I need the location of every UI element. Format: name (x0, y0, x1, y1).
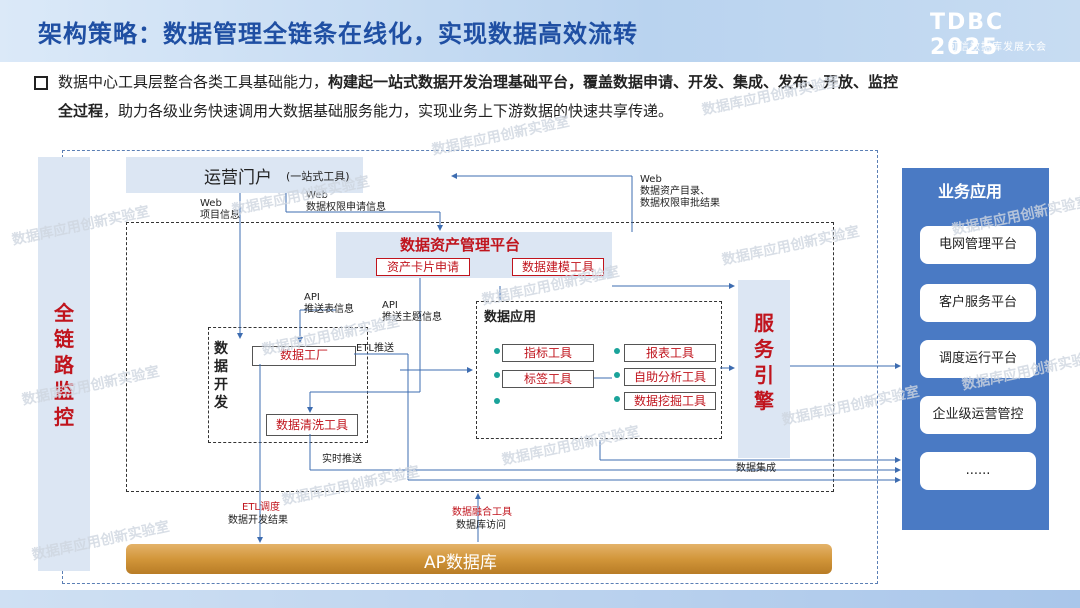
operations-portal-note: (一站式工具) (286, 170, 350, 183)
intro-text-2b: ，助力各级业务快速调用大数据基础服务能力，实现业务上下游数据的快速共享传递。 (103, 102, 674, 120)
header-banner (0, 0, 1080, 62)
label-web-asset-3: 数据权限审批结果 (640, 198, 720, 209)
label-etl-schedule: ETL调度 (242, 502, 280, 513)
operations-portal (126, 157, 363, 193)
asset-platform-label: 数据资产管理平台 (400, 236, 521, 254)
report-tool-box: 报表工具 (624, 344, 716, 362)
label-web-project-1: Web (200, 198, 222, 209)
platform-area (126, 222, 834, 492)
footer-bar (0, 590, 1080, 608)
teal-dot-icon (494, 372, 500, 378)
data-modeling-box: 数据建模工具 (512, 258, 604, 276)
data-app-label: 数据应用 (484, 310, 537, 325)
mining-tool-box: 数据挖掘工具 (624, 392, 716, 410)
label-web-project-2: 项目信息 (200, 210, 240, 221)
label-api-table-1: API (304, 292, 320, 303)
teal-dot-icon (614, 372, 620, 378)
asset-card-box: 资产卡片申请 (376, 258, 470, 276)
ap-database (126, 544, 832, 574)
data-dev-label: 数据开发 (214, 341, 228, 411)
app-customer-service[interactable]: 客户服务平台 (920, 284, 1036, 322)
page-title: 架构策略：数据管理全链条在线化，实现数据高效流转 (38, 20, 638, 48)
intro-text-1a: 数据中心工具层整合各类工具基础能力， (58, 73, 329, 91)
indicator-tool-box: 指标工具 (502, 344, 594, 362)
operations-portal-label: 运营门户 (204, 168, 272, 188)
data-dev-area (208, 327, 368, 443)
app-grid-management[interactable]: 电网管理平台 (920, 226, 1036, 264)
label-etl-push: ETL推送 (356, 343, 394, 354)
label-web-permission-1: Web (306, 190, 328, 201)
conference-logo-subtitle: 可信数据库发展大会 (948, 42, 1047, 53)
label-web-asset-2: 数据资产目录、 (640, 186, 710, 197)
teal-dot-icon (494, 348, 500, 354)
app-enterprise-control[interactable]: 企业级运营管控 (920, 396, 1036, 434)
intro-text-2a: 全过程 (58, 102, 104, 120)
data-factory-box: 数据工厂 (252, 346, 356, 366)
tag-tool-box: 标签工具 (502, 370, 594, 388)
bullet-square-icon (34, 76, 48, 90)
label-api-topic-2: 推送主题信息 (382, 312, 442, 323)
label-realtime-push: 实时推送 (322, 454, 362, 465)
label-db-access: 数据库访问 (456, 520, 506, 531)
label-dev-result: 数据开发结果 (228, 515, 288, 526)
conference-logo: TDBC 2025 (930, 10, 1005, 60)
monitor-panel-label: 全链路监控 (54, 301, 74, 429)
label-api-topic-1: API (382, 300, 398, 311)
data-app-area (476, 301, 722, 439)
teal-dot-icon (494, 398, 500, 404)
ap-database-label: AP数据库 (424, 553, 497, 573)
intro-line-2: 全过程，助力各级业务快速调用大数据基础服务能力，实现业务上下游数据的快速共享传递… (58, 98, 673, 125)
label-web-permission-2: 数据权限申请信息 (306, 202, 386, 213)
app-more[interactable]: ...... (920, 452, 1036, 490)
app-dispatch-operation[interactable]: 调度运行平台 (920, 340, 1036, 378)
teal-dot-icon (614, 348, 620, 354)
label-data-integration: 数据集成 (736, 463, 776, 474)
label-api-table-2: 推送表信息 (304, 304, 354, 315)
monitor-panel (38, 157, 90, 571)
intro-text-1b: 构建起一站式数据开发治理基础平台，覆盖数据申请、开发、集成、发布、开放、监控 (328, 73, 899, 91)
self-analysis-box: 自助分析工具 (624, 368, 716, 386)
label-web-asset-1: Web (640, 174, 662, 185)
data-clean-box: 数据清洗工具 (266, 414, 358, 436)
service-engine-label: 服务引擎 (754, 311, 774, 413)
teal-dot-icon (614, 396, 620, 402)
service-engine (738, 280, 790, 458)
intro-line-1: 数据中心工具层整合各类工具基础能力，构建起一站式数据开发治理基础平台，覆盖数据申… (58, 69, 898, 96)
label-fusion-tool: 数据融合工具 (452, 507, 512, 518)
business-panel-title: 业务应用 (938, 182, 1003, 201)
